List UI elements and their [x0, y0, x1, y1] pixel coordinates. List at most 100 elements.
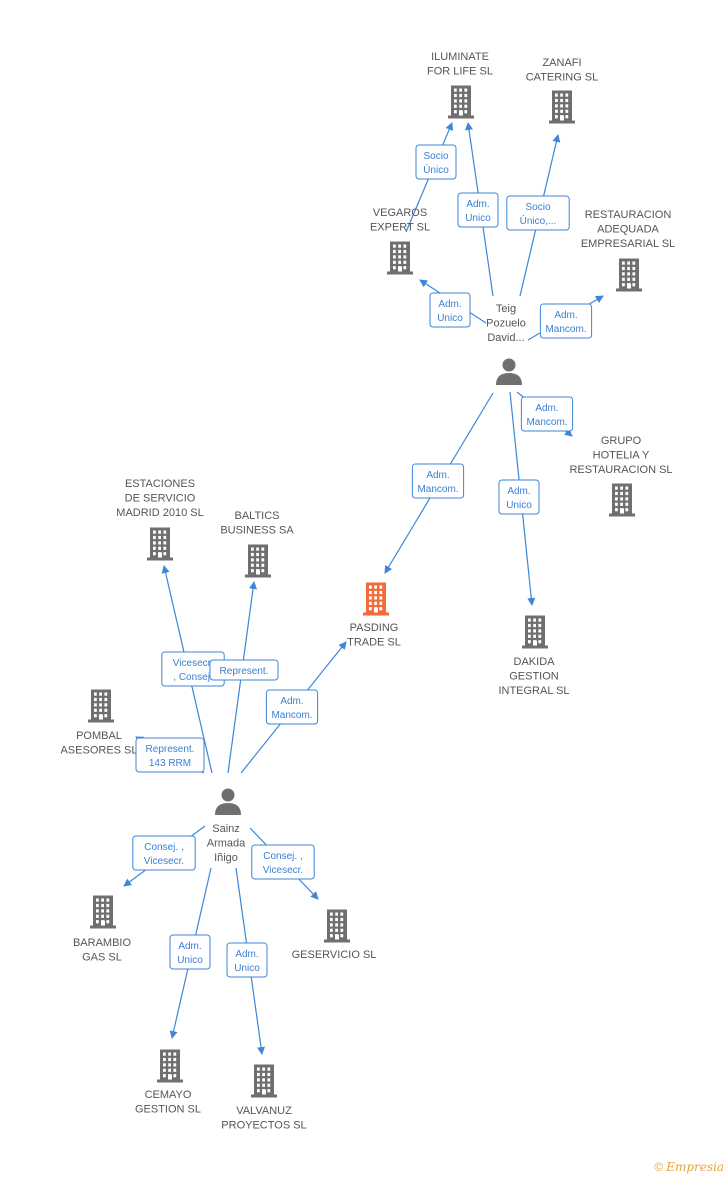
company-node-pombal[interactable]: POMBAL ASESORES SL [60, 689, 138, 757]
node-label: ADEQUADA [597, 224, 659, 236]
edge-label-teig-to-pasding[interactable]: Adm. Mancom. [411, 463, 465, 499]
node-label: VEGAROS [373, 207, 427, 219]
building-icon [387, 241, 413, 275]
node-label: ILUMINATE [431, 51, 489, 63]
edge-label-sainz-to-baltics[interactable]: Represent. [209, 659, 279, 681]
edge-label-sainz-to-pasding[interactable]: Adm.Mancom. [265, 689, 319, 725]
edge-label-text: Único,... [520, 214, 557, 227]
edge-label-text: Mancom. [417, 484, 458, 495]
node-label: BALTICS [234, 510, 279, 522]
node-label: CEMAYO [145, 1089, 192, 1101]
node-label: GRUPO [601, 435, 642, 447]
edge-label-sainz-to-cemayo[interactable]: Adm.Unico [169, 934, 211, 970]
edge-label-text: Adm. [235, 949, 258, 960]
node-label: RESTAURACION SL [569, 464, 672, 476]
node-label: GESERVICIO SL [292, 949, 377, 961]
node-label: Armada [207, 838, 246, 850]
edge-label-text: Adm. [178, 941, 201, 952]
nodes-layer: ILUMINATE FOR LIFE SL ZANAFI CATERING SL VEG… [60, 51, 675, 1132]
footer-brand[interactable]: ©Empresia [654, 1160, 724, 1174]
node-label: Teig [496, 303, 516, 315]
company-node-valvanuz[interactable]: VALVANUZ PROYECTOS SL [221, 1064, 307, 1132]
edge-label-sainz-to-valvanuz[interactable]: Adm. Unico [226, 942, 268, 978]
company-node-geservicio[interactable]: GESERVICIO SL [292, 909, 377, 962]
person-icon [496, 358, 522, 385]
node-label: GAS SL [82, 952, 122, 964]
building-icon [90, 895, 116, 929]
company-node-barambio[interactable]: BARAMBIO GAS SL [73, 895, 132, 964]
edge-label-teig-to-vegaros[interactable]: Adm. Unico [429, 292, 471, 328]
node-label: BARAMBIO [73, 937, 132, 949]
node-label: DE SERVICIO [125, 493, 196, 505]
node-label: Pozuelo [486, 318, 526, 330]
node-label: EMPRESARIAL SL [581, 238, 675, 250]
node-label: INTEGRAL SL [498, 685, 569, 697]
company-node-vegaros[interactable]: VEGAROS EXPERT SL [370, 207, 430, 275]
edge-label-sainz-to-barambio[interactable]: Consej. , Vicesecr. [132, 835, 196, 871]
edge-label-text: 143 RRM [149, 758, 191, 769]
node-label: FOR LIFE SL [427, 66, 493, 78]
edge-label-text: Consej. , [144, 842, 183, 853]
node-label: EXPERT SL [370, 222, 430, 234]
node-label: VALVANUZ [236, 1105, 292, 1117]
edge-label-sainz-to-pombal[interactable]: Represent. 143 RRM [135, 737, 205, 773]
company-node-hotelia[interactable]: GRUPO HOTELIA Y RESTAURACION SL [569, 435, 673, 517]
building-icon [549, 90, 575, 124]
building-icon [363, 582, 389, 616]
person-node-teig[interactable]: TeigPozueloDavid... [486, 303, 526, 385]
brand-logo: Empresia [666, 1160, 724, 1174]
edge-label-text: Unico [234, 963, 260, 974]
node-label: POMBAL [76, 730, 122, 742]
edge-label-text: Adm. [535, 403, 558, 414]
edge-label-text: Represent. [146, 744, 195, 755]
edge-label-text: Adm. [466, 199, 489, 210]
edge-label-text: Adm. [426, 470, 449, 481]
node-label: PROYECTOS SL [221, 1120, 306, 1132]
node-label: PASDING [350, 622, 399, 634]
company-node-cemayo[interactable]: CEMAYO GESTION SL [135, 1049, 201, 1116]
edge-label-text: Vicesecr. [144, 856, 184, 867]
edge-label-text: Mancom. [545, 324, 586, 335]
node-label: RESTAURACION [585, 209, 672, 221]
edge-label-text: Mancom. [271, 710, 312, 721]
node-label: CATERING SL [526, 72, 599, 84]
edge-label-teig-to-dakida[interactable]: Adm.Unico [498, 479, 540, 515]
edge-label-teig-to-zanafi[interactable]: SocioÚnico,... [506, 195, 570, 231]
edge-label-teig-to-iluminate[interactable]: Adm. Unico [457, 192, 499, 228]
edge-label-text: Unico [437, 313, 463, 324]
building-icon [616, 258, 642, 292]
edge-label-text: Vicesecr. [263, 865, 303, 876]
node-label: ASESORES SL [60, 745, 137, 757]
company-node-iluminate[interactable]: ILUMINATE FOR LIFE SL [427, 51, 493, 119]
node-label: David... [487, 332, 524, 344]
node-label: Sainz [212, 823, 240, 835]
edge-label-teig-to-hotelia[interactable]: Adm.Mancom. [520, 396, 574, 432]
edge-label-text: Unico [465, 213, 491, 224]
company-node-restauracion[interactable]: RESTAURACION ADEQUADA EMPRESARIAL SL [581, 209, 675, 292]
node-label: DAKIDA [514, 656, 556, 668]
node-label: TRADE SL [347, 637, 401, 649]
node-label: MADRID 2010 SL [116, 507, 203, 519]
edge-label-text: Unico [506, 500, 532, 511]
building-icon [157, 1049, 183, 1083]
building-icon [324, 909, 350, 943]
copyright-icon: © [654, 1160, 664, 1174]
node-label: GESTION SL [135, 1104, 201, 1116]
building-icon [88, 689, 114, 723]
edge-label-text: Adm. [438, 299, 461, 310]
edge-label-text: Consej. , [263, 851, 302, 862]
company-node-zanafi[interactable]: ZANAFI CATERING SL [526, 57, 599, 124]
node-label: ZANAFI [542, 57, 581, 69]
edge-label-teig-to-restauracion[interactable]: Adm.Mancom. [539, 303, 593, 339]
building-icon [147, 527, 173, 561]
node-label: HOTELIA Y [593, 450, 650, 462]
edge-label-sainz-to-geservicio[interactable]: Consej. , Vicesecr. [251, 844, 315, 880]
company-node-pasding[interactable]: PASDING TRADE SL [347, 582, 401, 649]
